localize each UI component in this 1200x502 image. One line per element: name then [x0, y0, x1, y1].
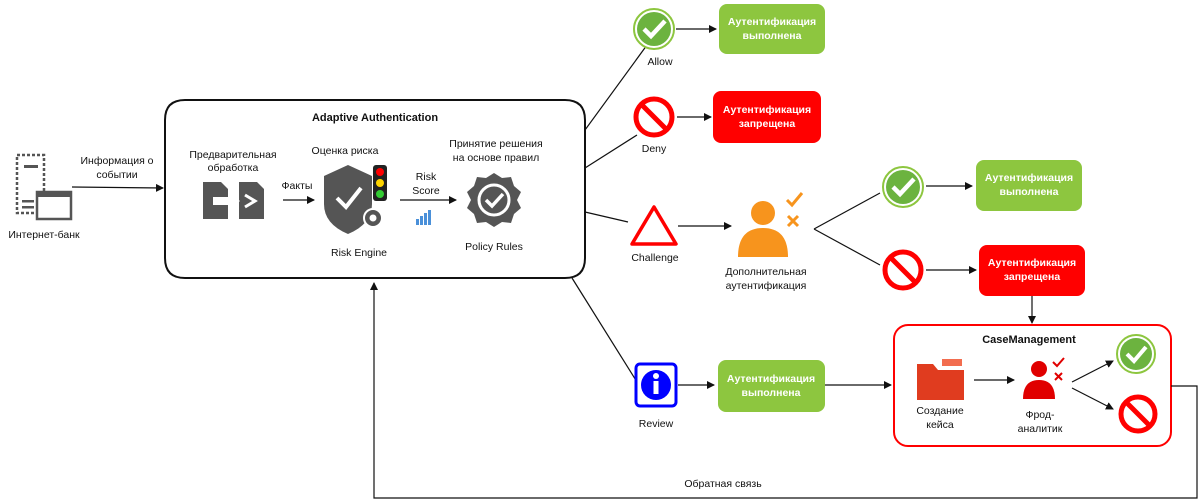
review-label: Review [639, 418, 674, 430]
event-info-label-1: Информация о [80, 155, 153, 167]
deny-auth-denied-box [713, 91, 821, 143]
decision-label-2: на основе правил [453, 152, 539, 164]
internet-bank-icon [15, 153, 73, 221]
challenge-deny-box-text-1: Аутентификация [988, 257, 1076, 269]
risk-score-label-1: Risk [416, 171, 437, 183]
extra-auth-label-2: аутентификация [726, 280, 807, 292]
create-case-label-2: кейса [926, 419, 954, 431]
extra-auth-user-icon [738, 192, 804, 257]
review-box-text-2: выполнена [742, 387, 801, 399]
risk-engine-shield-icon [324, 165, 383, 234]
case-folder-icon [917, 359, 964, 400]
preprocess-documents-icon [203, 182, 264, 219]
allow-box-text-1: Аутентификация [728, 16, 816, 28]
challenge-ok-box-text-2: выполнена [1000, 186, 1059, 198]
fraud-analyst-label-1: Фрод- [1025, 409, 1055, 421]
arrow-analyst-to-reject [1071, 387, 1114, 410]
review-info-icon [634, 362, 678, 408]
deny-label: Deny [642, 143, 667, 155]
line-to-challenge [584, 211, 629, 223]
challenge-auth-ok-box [976, 160, 1082, 211]
arrow-event-to-aa [71, 183, 164, 192]
feedback-loop-arrow [370, 282, 1198, 499]
deny-box-text-1: Аутентификация [723, 104, 811, 116]
preprocess-label-1: Предварительная [189, 149, 276, 161]
adaptive-authentication-title: Adaptive Authentication [312, 112, 438, 124]
review-box-text-1: Аутентификация [727, 373, 815, 385]
case-approve-check-icon [1116, 334, 1156, 374]
feedback-label: Обратная связь [684, 478, 762, 490]
fraud-analyst-icon [1023, 357, 1065, 399]
challenge-success-check-icon [882, 166, 924, 208]
internet-bank-label: Интернет-банк [8, 229, 80, 241]
risk-eval-label: Оценка риска [312, 145, 379, 157]
case-management-title: CaseManagement [982, 334, 1076, 346]
challenge-ok-box-text-1: Аутентификация [985, 172, 1073, 184]
challenge-auth-denied-box [979, 245, 1085, 296]
extra-auth-label-1: Дополнительная [725, 266, 806, 278]
line-to-review [571, 277, 638, 383]
deny-box-text-2: запрещена [739, 118, 796, 130]
allow-box-text-2: выполнена [743, 30, 802, 42]
case-reject-prohibited-icon [1118, 394, 1158, 434]
signal-bars-icon [416, 210, 431, 225]
policy-rules-label: Policy Rules [465, 241, 523, 253]
decision-label-1: Принятие решения [449, 138, 542, 150]
allow-label: Allow [647, 56, 673, 68]
traffic-light-icon [373, 165, 387, 201]
risk-score-label-2: Score [412, 185, 440, 197]
line-to-allow [584, 44, 648, 131]
line-to-deny [584, 134, 638, 169]
risk-engine-label: Risk Engine [331, 247, 387, 259]
preprocess-label-2: обработка [208, 162, 259, 174]
deny-prohibited-icon [633, 96, 675, 138]
allow-auth-ok-box [719, 4, 825, 54]
challenge-triangle-icon [630, 205, 678, 246]
line-extra-auth-to-deny [813, 228, 881, 266]
fraud-analyst-label-2: аналитик [1018, 423, 1063, 435]
line-extra-auth-to-ok [813, 192, 881, 230]
event-info-label-2: событии [96, 169, 137, 181]
challenge-deny-box-text-2: запрещена [1004, 271, 1061, 283]
allow-check-icon [633, 8, 675, 50]
challenge-deny-prohibited-icon [882, 249, 924, 291]
arrow-analyst-to-approve [1071, 360, 1114, 383]
create-case-label-1: Создание [916, 405, 964, 417]
facts-label: Факты [282, 180, 313, 192]
challenge-label: Challenge [631, 252, 678, 264]
policy-rules-badge-icon [467, 173, 521, 227]
review-auth-ok-box [718, 360, 825, 412]
